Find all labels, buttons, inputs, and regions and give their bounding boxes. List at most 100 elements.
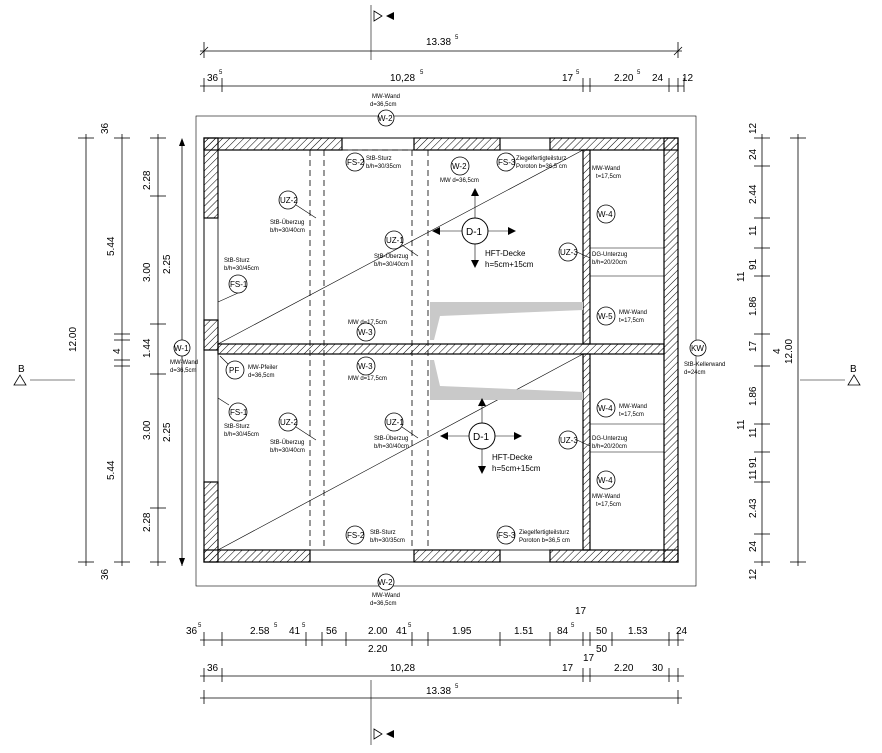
svg-text:50: 50 xyxy=(596,644,608,655)
svg-text:5.44: 5.44 xyxy=(106,460,117,480)
svg-text:1.44: 1.44 xyxy=(142,338,153,358)
svg-text:10,28: 10,28 xyxy=(390,73,415,84)
svg-text:1.53: 1.53 xyxy=(628,626,648,637)
svg-text:MW-Wand: MW-Wand xyxy=(170,360,198,366)
svg-text:MW-Wand: MW-Wand xyxy=(619,310,647,316)
svg-text:HFT-Decke: HFT-Decke xyxy=(492,453,533,462)
section-marker-bottom xyxy=(370,680,394,745)
svg-text:W-1: W-1 xyxy=(174,344,189,353)
svg-text:36: 36 xyxy=(207,663,219,674)
svg-text:24: 24 xyxy=(676,626,688,637)
walls xyxy=(203,137,679,563)
svg-text:1.95: 1.95 xyxy=(452,626,472,637)
svg-text:11: 11 xyxy=(748,427,759,438)
svg-text:36: 36 xyxy=(207,73,219,84)
svg-text:PF: PF xyxy=(229,366,239,375)
section-label-right: B xyxy=(850,364,857,375)
svg-text:5: 5 xyxy=(637,70,641,76)
svg-text:b/h=30/45cm: b/h=30/45cm xyxy=(224,432,259,438)
svg-text:11: 11 xyxy=(736,271,747,282)
svg-text:h=5cm+15cm: h=5cm+15cm xyxy=(485,260,534,269)
svg-text:MW-Wand: MW-Wand xyxy=(592,494,620,500)
svg-text:5: 5 xyxy=(302,623,306,629)
svg-text:UZ-2: UZ-2 xyxy=(280,418,298,427)
svg-text:12.00: 12.00 xyxy=(784,339,795,364)
svg-text:StB-Sturz: StB-Sturz xyxy=(366,156,392,162)
tag-fs2-top: FS-2 StB-Sturz b/h=30/35cm xyxy=(345,152,401,172)
svg-text:5: 5 xyxy=(274,623,278,629)
svg-text:d=24cm: d=24cm xyxy=(684,370,706,376)
svg-text:b/h=30/40cm: b/h=30/40cm xyxy=(374,444,409,450)
slab-diagonals xyxy=(217,149,584,551)
svg-text:DG-Unterzug: DG-Unterzug xyxy=(592,436,627,442)
tag-pf: PF MW-Pfeiler d=36,5cm xyxy=(219,355,278,380)
svg-text:84: 84 xyxy=(557,626,569,637)
svg-text:30: 30 xyxy=(652,663,664,674)
svg-text:h=5cm+15cm: h=5cm+15cm xyxy=(492,464,541,473)
tag-fs1-top: FS-1 StB-Sturz b/h=30/45cm xyxy=(217,258,259,303)
tag-w4-middle: W-4 MW-Wand t=17,5cm xyxy=(596,398,647,418)
tag-w2-inner: W-2 MW d=36,5cm xyxy=(440,156,479,184)
tag-w3-top: W-3 MW d=17,5cm xyxy=(348,320,387,342)
svg-text:24: 24 xyxy=(748,148,759,160)
section-marker-top xyxy=(370,5,394,60)
svg-text:1.51: 1.51 xyxy=(514,626,534,637)
svg-text:FS-2: FS-2 xyxy=(347,531,365,540)
svg-text:2.58: 2.58 xyxy=(250,626,270,637)
tag-uz2-bottom: UZ-2 StB-Überzug b/h=30/40cm xyxy=(270,412,317,454)
tag-fs3-bottom: FS-3 Ziegelfertigteilsturz Poroton b=36,… xyxy=(496,525,570,545)
tag-fs1-bottom: FS-1 StB-Sturz b/h=30/45cm xyxy=(217,397,259,438)
svg-text:FS-1: FS-1 xyxy=(230,408,248,417)
svg-text:W-4: W-4 xyxy=(598,404,613,413)
svg-text:41: 41 xyxy=(289,626,301,637)
section-marker-left: B xyxy=(13,364,75,386)
svg-text:11: 11 xyxy=(748,225,759,236)
svg-text:StB-Kellerwand: StB-Kellerwand xyxy=(684,362,725,368)
svg-text:StB-Überzug: StB-Überzug xyxy=(374,435,408,442)
section-label-left: B xyxy=(18,364,25,375)
left-dimensions: 12.00 5.44 4 5.44 36 36 2.28 3.00 1.44 3… xyxy=(68,122,185,580)
svg-text:W-5: W-5 xyxy=(598,312,613,321)
svg-text:W-3: W-3 xyxy=(358,328,373,337)
svg-text:b/h=30/40cm: b/h=30/40cm xyxy=(270,228,305,234)
tag-w4-top: W-4 MW-Wand t=17,5cm xyxy=(592,166,621,224)
svg-text:MW-Pfeiler: MW-Pfeiler xyxy=(248,365,278,371)
svg-text:41: 41 xyxy=(396,626,408,637)
svg-text:1.86: 1.86 xyxy=(748,386,759,406)
svg-text:d=36,5cm: d=36,5cm xyxy=(370,601,397,607)
svg-text:5: 5 xyxy=(576,70,580,76)
svg-text:2.44: 2.44 xyxy=(748,184,759,204)
svg-text:MW d=17,5cm: MW d=17,5cm xyxy=(348,320,387,326)
svg-text:StB-Überzug: StB-Überzug xyxy=(374,253,408,260)
svg-text:b/h=20/20cm: b/h=20/20cm xyxy=(592,444,627,450)
svg-text:56: 56 xyxy=(326,626,338,637)
svg-text:HFT-Decke: HFT-Decke xyxy=(485,249,526,258)
svg-text:2.25: 2.25 xyxy=(162,254,173,274)
svg-text:2.43: 2.43 xyxy=(748,498,759,518)
svg-text:t=17,5cm: t=17,5cm xyxy=(619,318,644,324)
tag-uz3-bottom: UZ-3 DG-Unterzug b/h=20/20cm xyxy=(558,430,627,450)
svg-text:Ziegelfertigteilsturz: Ziegelfertigteilsturz xyxy=(516,156,566,162)
tag-w2-bottom: W-2 MW-Wand d=36,5cm xyxy=(370,573,400,607)
svg-text:KW: KW xyxy=(691,344,704,353)
tag-uz1-top: UZ-1 StB-Überzug b/h=30/40cm xyxy=(374,230,419,268)
tag-uz1-bottom: UZ-1 StB-Überzug b/h=30/40cm xyxy=(374,412,419,450)
svg-text:17: 17 xyxy=(562,663,574,674)
svg-text:17: 17 xyxy=(583,653,595,664)
tag-kw: KW StB-Kellerwand d=24cm xyxy=(684,339,725,376)
svg-text:d=36,5cm: d=36,5cm xyxy=(248,373,275,379)
svg-text:12: 12 xyxy=(682,73,694,84)
svg-text:2.20: 2.20 xyxy=(614,663,634,674)
svg-text:StB-Sturz: StB-Sturz xyxy=(224,258,250,264)
beams-dashed xyxy=(309,137,550,563)
svg-text:b/h=30/35cm: b/h=30/35cm xyxy=(366,164,401,170)
svg-text:Poroton b=36,5 cm: Poroton b=36,5 cm xyxy=(516,164,567,170)
svg-text:24: 24 xyxy=(748,540,759,552)
svg-text:StB-Überzug: StB-Überzug xyxy=(270,439,304,446)
svg-text:FS-1: FS-1 xyxy=(230,280,248,289)
svg-text:W-4: W-4 xyxy=(598,210,613,219)
bottom-overall-dim: 13.38 xyxy=(426,686,451,697)
svg-text:b/h=30/35cm: b/h=30/35cm xyxy=(370,538,405,544)
tag-w1: W-1 MW-Wand d=36,5cm xyxy=(170,339,198,374)
